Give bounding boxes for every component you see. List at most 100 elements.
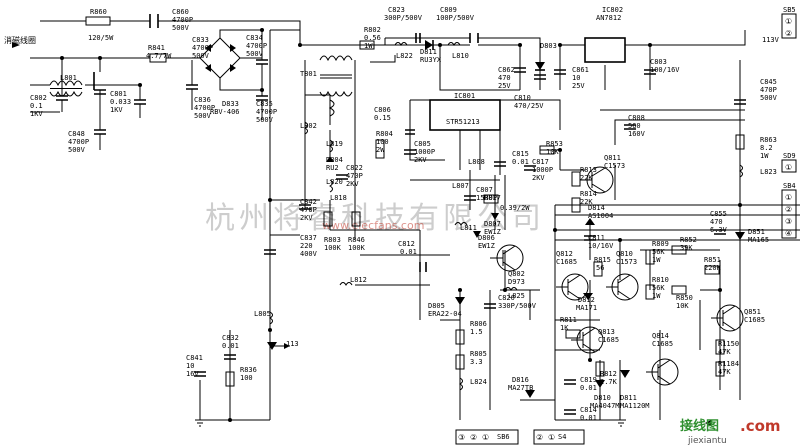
label-c810v: 470/25V [514, 102, 544, 110]
label-r805v: 3.3 [470, 358, 483, 366]
label-r852v: 39K [680, 244, 693, 252]
label-c833: C833 [192, 36, 209, 44]
resistor-r805 [455, 354, 465, 370]
capacitor-c820 [484, 303, 496, 309]
label-c801v2: 1KV [110, 106, 123, 114]
connector-pin: ③ [785, 217, 792, 226]
label-c808v2: 160V [628, 130, 646, 138]
label-d811v: RU3YX [420, 56, 442, 64]
inductor-l801 [49, 80, 83, 87]
inductor-l810 [447, 42, 461, 46]
label-c835v2: 500V [256, 116, 274, 124]
diode-d816 [525, 390, 535, 398]
capacitor-c811 [584, 235, 596, 241]
label-c834: C834 [246, 34, 263, 42]
connector-pin: ④ [785, 229, 792, 238]
capacitor-c832 [224, 354, 236, 360]
label-d804v: RU2 [326, 164, 339, 172]
resistor-r802 [359, 40, 375, 50]
regulator-ic802 [584, 37, 626, 63]
label-r850v: 10K [676, 302, 689, 310]
label-r811v: 1K [560, 324, 569, 332]
capacitor-c802 [56, 95, 68, 101]
label-l805: L805 [254, 310, 271, 318]
label-r804: R804 [376, 130, 393, 138]
logo-url: jiexiantu [687, 436, 727, 446]
inductor-l823 [739, 164, 743, 178]
label-r802v1: 0.56 [364, 34, 381, 42]
connector-pin: ① [785, 163, 792, 172]
label-l801: L801 [60, 74, 77, 82]
label-r813v: 22K [580, 174, 593, 182]
label-r814v: 22K [580, 198, 593, 206]
label-l807: L807 [452, 182, 469, 190]
label-d814: D814 [588, 204, 605, 212]
junction-dots [60, 28, 742, 422]
diode-d803 [535, 62, 545, 70]
resistor-r815 [593, 261, 603, 277]
label-r817v: 0.39/2W [500, 204, 530, 212]
diode-113 [267, 342, 277, 350]
wires [30, 20, 800, 421]
label-q814: Q814 [652, 332, 669, 340]
label-c819v: 0.01 [580, 384, 597, 392]
connector-name: SB6 [497, 433, 510, 441]
inductor-l805 [269, 311, 273, 325]
label-c842v2: 2KV [300, 214, 313, 222]
diode-d807 [491, 213, 499, 220]
connector-pin: ① [785, 193, 792, 202]
capacitor-c819 [564, 379, 576, 385]
label-c803v: 100/16V [650, 66, 680, 74]
label-c841v1: 10 [186, 362, 194, 370]
label-r1184v: 47K [718, 368, 731, 376]
connector-name: S4 [558, 433, 566, 441]
label-r811: R811 [560, 316, 577, 324]
label-r809v2: 1W [652, 256, 661, 264]
label-c836v2: 500V [194, 112, 212, 120]
label-c810: C810 [514, 94, 531, 102]
label-c848: C848 [68, 130, 85, 138]
label-r812v: 2.7K [600, 378, 618, 386]
label-r803: R803 [324, 236, 341, 244]
label-q810v: C1573 [616, 258, 637, 266]
label-c835: C835 [256, 100, 273, 108]
label-c812v: 0.01 [400, 248, 417, 256]
label-q811v: C1573 [604, 162, 625, 170]
capacitor-c807 [464, 195, 476, 201]
arrow-icon [284, 343, 290, 349]
label-r860v: 120/5W [88, 34, 114, 42]
label-r810v2: 1W [652, 292, 661, 300]
label-r841v: 4.7/7W [146, 52, 172, 60]
label-q812: Q812 [556, 250, 573, 258]
label-c812: C812 [398, 240, 415, 248]
diode-d811 [425, 40, 433, 50]
label-d812v: MA171 [576, 304, 597, 312]
label-c802v2: 1KV [30, 110, 43, 118]
label-c807: C807 [476, 186, 493, 194]
capacitor-c835 [256, 95, 268, 101]
label-c845: C845 [760, 78, 777, 86]
label-c834v2: 500V [246, 50, 264, 58]
label-d810v: MA4047M [590, 402, 620, 410]
diode-d812 [583, 293, 593, 300]
label-r810v1: 56K [652, 284, 665, 292]
logo-text: 接线图 [680, 418, 719, 434]
capacitor-c809 [469, 33, 479, 43]
capacitor-c861 [554, 69, 566, 75]
label-r863: R863 [760, 136, 777, 144]
label-c833v1: 4700P [192, 44, 213, 52]
label-r815v: 56 [596, 264, 604, 272]
label-c801v1: 0.033 [110, 98, 131, 106]
label-c833v2: 500V [192, 52, 210, 60]
label-c862: C862 [498, 66, 515, 74]
label-c805v1: 1000P [414, 148, 435, 156]
label-c855v2: 6.3V [710, 226, 728, 234]
capacitor-c841 [194, 371, 206, 377]
label-r805: R805 [470, 350, 487, 358]
label-r806v: 1.5 [470, 328, 483, 336]
label-r809: R809 [652, 240, 669, 248]
label-c817v1: 1000P [532, 166, 553, 174]
